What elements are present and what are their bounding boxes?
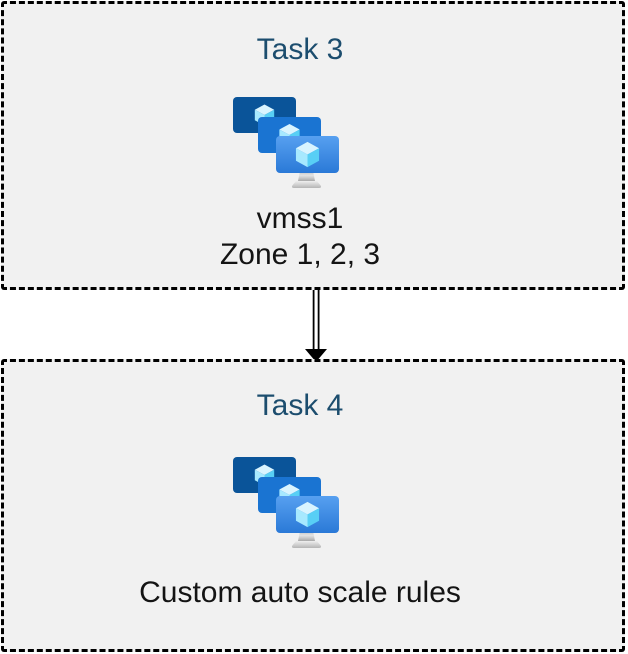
vmss-zones-label: Zone 1, 2, 3: [219, 238, 381, 271]
vmss-icon-graphic: [233, 97, 339, 189]
vmss-icon: [233, 97, 339, 189]
task3-title: Task 3: [256, 33, 344, 66]
vmss-icon-graphic: [233, 457, 339, 549]
down-arrow-connector: [305, 290, 327, 362]
vmss-name-label: vmss1: [256, 202, 344, 235]
autoscale-rules-label: Custom auto scale rules: [139, 576, 461, 609]
arrowhead: [305, 349, 327, 362]
task3-box: Task 3 vmss1 Zone 1, 2, 3: [1, 1, 625, 290]
task4-box: Task 4 Custom auto scale rules: [1, 359, 625, 652]
vmss-icon: [233, 457, 339, 549]
task4-title: Task 4: [256, 389, 344, 422]
